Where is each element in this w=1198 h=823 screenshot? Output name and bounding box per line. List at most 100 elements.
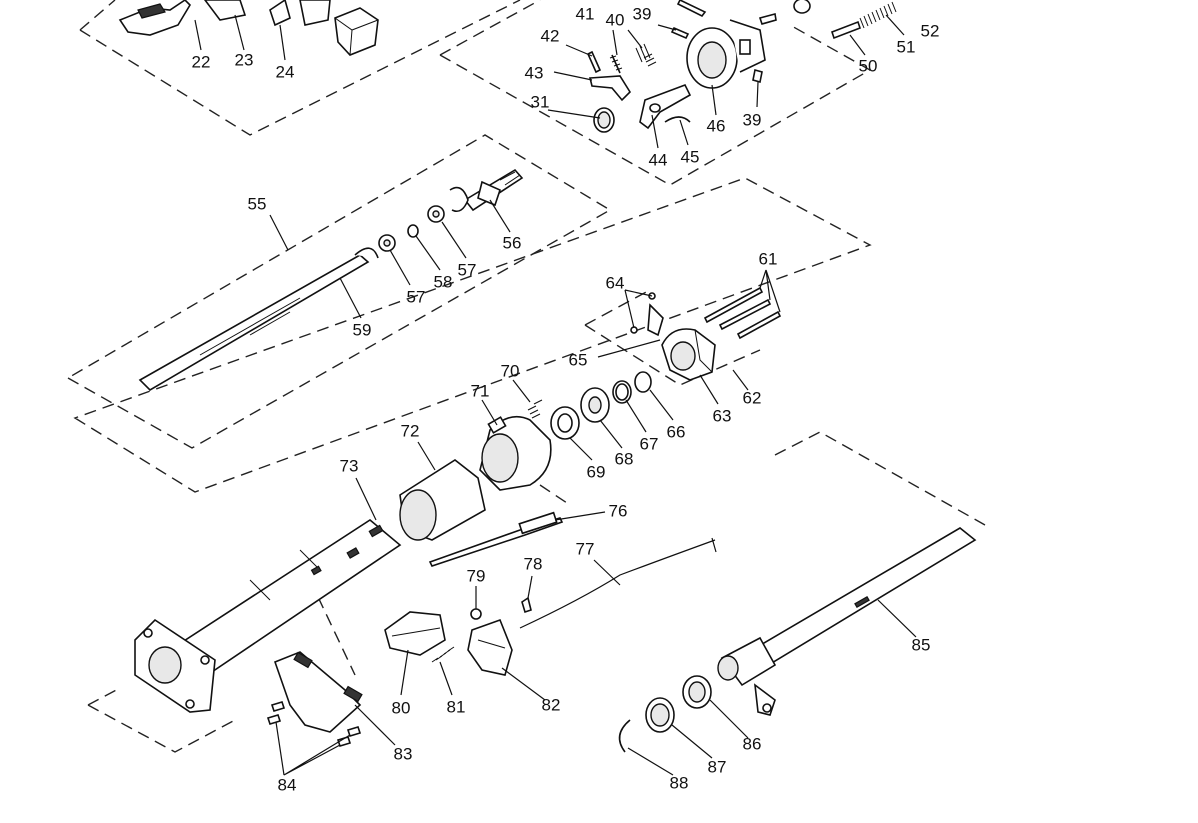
part-68-plate bbox=[580, 387, 610, 423]
part-43-lever bbox=[588, 75, 632, 102]
part-24 bbox=[269, 0, 331, 27]
callout-76: 76 bbox=[609, 502, 628, 521]
callout-24: 24 bbox=[276, 63, 295, 82]
part-40-springs bbox=[635, 43, 657, 67]
callout-45: 45 bbox=[681, 148, 700, 167]
part-39-screws bbox=[670, 26, 763, 84]
part-23 bbox=[204, 0, 247, 21]
callout-86: 86 bbox=[743, 735, 762, 754]
callout-43: 43 bbox=[525, 64, 544, 83]
outline-top-left-group bbox=[79, 0, 521, 136]
part-41-spring bbox=[609, 54, 623, 74]
part-56-shaft bbox=[449, 168, 524, 213]
part-80-switch bbox=[384, 611, 446, 656]
part-87-bearing bbox=[645, 697, 675, 733]
callout-78: 78 bbox=[524, 555, 543, 574]
callout-46: 46 bbox=[707, 117, 726, 136]
callout-58: 58 bbox=[434, 273, 453, 292]
part-72-sleeve bbox=[399, 459, 486, 541]
callout-62: 62 bbox=[743, 389, 762, 408]
part-42-pin bbox=[586, 50, 602, 74]
callout-52: 52 bbox=[921, 22, 940, 41]
part-79-nut bbox=[470, 608, 482, 620]
callout-73: 73 bbox=[340, 457, 359, 476]
part-46-housing bbox=[686, 19, 766, 89]
part-85-shaft bbox=[717, 527, 977, 716]
outline-group-62 bbox=[584, 289, 761, 386]
callout-77: 77 bbox=[576, 540, 595, 559]
callout-23: 23 bbox=[235, 51, 254, 70]
part-76-rod bbox=[428, 511, 564, 567]
part-63-housing bbox=[661, 328, 716, 381]
group-outlines bbox=[66, 0, 986, 753]
part-78-screw bbox=[521, 596, 532, 614]
callout-67: 67 bbox=[640, 435, 659, 454]
callout-69: 69 bbox=[587, 463, 606, 482]
callout-57-right: 57 bbox=[458, 261, 477, 280]
part-58-ring bbox=[407, 224, 419, 238]
callout-70: 70 bbox=[501, 362, 520, 381]
callout-72: 72 bbox=[401, 422, 420, 441]
callout-81: 81 bbox=[447, 698, 466, 717]
part-50-pin bbox=[830, 20, 862, 40]
part-67-ring bbox=[612, 380, 632, 404]
outline-group-73-rail bbox=[309, 484, 571, 676]
callout-39-top: 39 bbox=[633, 5, 652, 24]
part-86-bearing bbox=[682, 675, 712, 709]
part-66-ring bbox=[634, 371, 652, 393]
part-83-bracket bbox=[273, 651, 363, 733]
part-70-spring bbox=[527, 399, 543, 419]
callout-55: 55 bbox=[248, 195, 267, 214]
callout-85: 85 bbox=[912, 636, 931, 655]
part-45-spring-clip bbox=[664, 116, 691, 123]
callout-64: 64 bbox=[606, 274, 625, 293]
callout-42: 42 bbox=[541, 27, 560, 46]
callout-65: 65 bbox=[569, 351, 588, 370]
callout-80: 80 bbox=[392, 699, 411, 718]
part-73-flange bbox=[134, 618, 216, 713]
callout-44: 44 bbox=[649, 151, 668, 170]
part-81-spring bbox=[431, 646, 455, 663]
callout-87: 87 bbox=[708, 758, 727, 777]
callout-82: 82 bbox=[542, 696, 561, 715]
part-88-snap-ring bbox=[618, 719, 631, 753]
part-69-washer bbox=[550, 406, 580, 440]
callout-50: 50 bbox=[859, 57, 878, 76]
callout-63: 63 bbox=[713, 407, 732, 426]
part-61-screws bbox=[703, 286, 782, 340]
callout-labels: 22 23 24 31 39 39 40 41 42 43 44 45 46 5… bbox=[192, 5, 940, 795]
callout-51: 51 bbox=[897, 38, 916, 57]
part-77-rod bbox=[519, 537, 717, 629]
part-59-rod bbox=[138, 247, 379, 392]
outline-group-bracket bbox=[87, 687, 236, 753]
callout-84: 84 bbox=[278, 776, 297, 795]
outline-group-61-66 bbox=[73, 177, 872, 493]
outline-top-right-group bbox=[439, 0, 872, 186]
callout-59: 59 bbox=[353, 321, 372, 340]
callout-57-left: 57 bbox=[407, 288, 426, 307]
callout-66: 66 bbox=[667, 423, 686, 442]
leader-lines bbox=[194, 14, 917, 776]
callout-68: 68 bbox=[615, 450, 634, 469]
callout-79: 79 bbox=[467, 567, 486, 586]
callout-71: 71 bbox=[471, 382, 490, 401]
part-22 bbox=[118, 0, 192, 36]
part-71-lock-housing bbox=[479, 415, 552, 491]
part-cube bbox=[334, 7, 379, 56]
part-top-pins bbox=[676, 0, 811, 25]
callout-39-bottom: 39 bbox=[743, 111, 762, 130]
outline-group-85 bbox=[774, 431, 986, 526]
callout-83: 83 bbox=[394, 745, 413, 764]
callout-88: 88 bbox=[670, 774, 689, 793]
callout-61: 61 bbox=[759, 250, 778, 269]
callout-56: 56 bbox=[503, 234, 522, 253]
part-31-ring bbox=[593, 107, 615, 133]
part-64-clips bbox=[630, 292, 664, 337]
callout-41: 41 bbox=[576, 5, 595, 24]
part-57-nuts bbox=[378, 205, 445, 252]
part-82-bracket bbox=[467, 618, 513, 676]
callout-31: 31 bbox=[531, 93, 550, 112]
callout-40: 40 bbox=[606, 11, 625, 30]
part-51-spring bbox=[859, 1, 897, 29]
